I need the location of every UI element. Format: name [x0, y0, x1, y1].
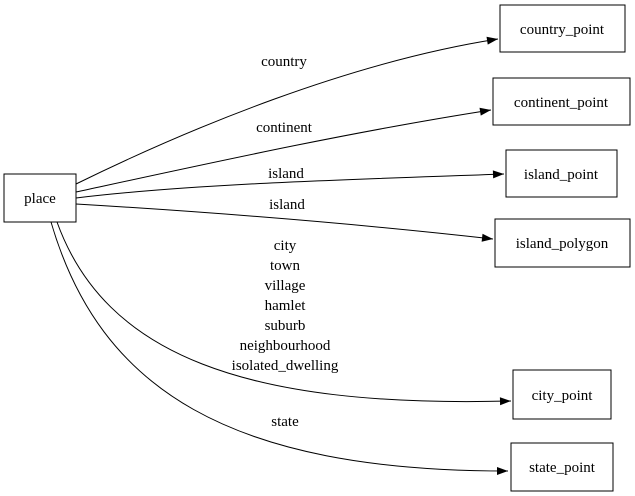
node-place: place [3, 173, 77, 223]
node-place-box [3, 173, 77, 223]
node-country-point-box [499, 4, 626, 53]
edge-place-country_point [75, 36, 499, 185]
node-state-point-box [510, 442, 614, 492]
node-city-point-label: city_point [532, 388, 594, 404]
edge-label-suburb-line: suburb [265, 318, 306, 334]
edge-label-village-line: village [265, 278, 306, 294]
node-island-point-label: island_point [524, 167, 599, 183]
nodes-layer: place country_point continent_point isla… [3, 4, 631, 492]
edge-label-island-point: island [268, 166, 304, 182]
edge-place-state_point [50, 221, 509, 475]
edge-labels-layer: country continent island island city tow… [232, 54, 339, 430]
node-continent-point: continent_point [492, 77, 631, 126]
edge-label-town-line: town [270, 258, 301, 274]
edge-label-neighbourhood-line: neighbourhood [240, 338, 331, 354]
node-island-point-box [505, 149, 618, 198]
node-state-point-label: state_point [529, 460, 596, 476]
node-city-point: city_point [512, 369, 612, 420]
node-continent-point-label: continent_point [514, 95, 609, 111]
edge-label-isolated-dwelling-line: isolated_dwelling [232, 358, 339, 374]
edges-layer [50, 36, 512, 475]
node-island-polygon-label: island_polygon [516, 236, 609, 252]
node-island-polygon: island_polygon [494, 218, 631, 268]
node-country-point-label: country_point [520, 22, 605, 38]
edge-label-hamlet-line: hamlet [265, 298, 307, 314]
edge-label-continent: continent [256, 120, 313, 136]
node-continent-point-box [492, 77, 631, 126]
edge-place-island_polygon [75, 203, 494, 242]
node-city-point-box [512, 369, 612, 420]
node-country-point: country_point [499, 4, 626, 53]
edge-place-continent_point [75, 107, 492, 193]
node-state-point: state_point [510, 442, 614, 492]
edge-label-city-line: city [274, 238, 297, 254]
edge-label-country: country [261, 54, 307, 70]
edge-label-island-polygon: island [269, 197, 305, 213]
node-island-point: island_point [505, 149, 618, 198]
edge-label-city-multiline: city town village hamlet suburb neighbou… [232, 238, 339, 374]
edge-label-state: state [271, 414, 299, 430]
node-island-polygon-box [494, 218, 631, 268]
edge-place-island_point [75, 170, 505, 199]
edge-place-city_point [56, 221, 512, 406]
node-place-label: place [24, 191, 56, 207]
